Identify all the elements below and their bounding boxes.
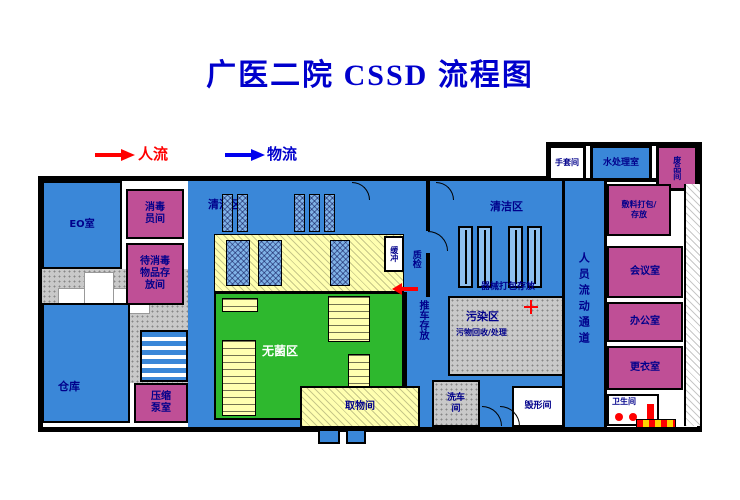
- sterilizer-machine: [258, 240, 282, 286]
- room-buffer: 缓冲: [384, 236, 404, 272]
- bottom-entry-tab: [318, 429, 340, 444]
- personnel-corridor-base: [564, 181, 604, 427]
- room-glove-label: 手套间: [555, 158, 579, 168]
- room-pending-storage: 待消毒物品存放间: [126, 243, 184, 305]
- room-warehouse-label: 仓库: [58, 379, 80, 393]
- people-flow-arrow-icon: [95, 147, 135, 161]
- room-warehouse: 仓库: [42, 303, 130, 423]
- washer-machine: [309, 194, 320, 232]
- room-dressing-packing-label: 敷料打包/存放: [621, 200, 657, 219]
- washer-machine: [222, 194, 233, 232]
- side-stair-strip: [684, 184, 700, 426]
- room-scrap: 废品间: [656, 145, 698, 191]
- cart-storage-label: 推车存放: [417, 300, 428, 340]
- wall-segment: [562, 181, 565, 427]
- room-disinfection-staff-label: 消毒员间: [145, 202, 165, 225]
- room-pickup-label: 取物间: [345, 401, 375, 412]
- washer-machine: [508, 226, 523, 288]
- washer-machine: [477, 226, 492, 288]
- quality-check-label: 质检: [410, 250, 421, 268]
- room-dressing-packing: 敷料打包/存放: [607, 184, 671, 236]
- room-destruction: 毁形间: [512, 386, 564, 427]
- room-scrap-label: 废品间: [672, 156, 682, 180]
- toilet-fixture: [647, 404, 654, 420]
- barrier-marker: [636, 419, 676, 428]
- room-compression-pump-label: 压缩泵室: [151, 391, 171, 414]
- room-office: 办公室: [607, 302, 683, 342]
- room-cart-washing: 洗车间: [432, 380, 480, 427]
- room-pending-storage-label: 待消毒物品存放间: [140, 256, 170, 291]
- room-cart-washing-label: 洗车间: [446, 392, 465, 414]
- clean-area-right-label: 清洁区: [490, 200, 523, 213]
- room-meeting: 会议室: [607, 246, 683, 298]
- room-meeting-label: 会议室: [630, 266, 660, 277]
- wall-segment: [404, 292, 407, 388]
- room-changing-label: 更衣室: [630, 362, 660, 373]
- personnel-corridor-label: 人员流动通道: [577, 252, 591, 348]
- toilet-fixture: [615, 413, 623, 421]
- stairs: [140, 330, 188, 382]
- room-water-treatment: 水处理室: [590, 145, 652, 181]
- washer-machine: [294, 194, 305, 232]
- room-destruction-label: 毁形间: [524, 401, 552, 412]
- washer-machine: [527, 226, 542, 288]
- room-water-treatment-label: 水处理室: [602, 157, 639, 168]
- room-glove: 手套间: [548, 145, 586, 181]
- wall-segment: [426, 253, 430, 297]
- washer-machine: [458, 226, 473, 288]
- room-eo: EO室: [42, 181, 122, 269]
- people-flow-legend-label: 人流: [138, 147, 169, 163]
- room-buffer-label: 缓冲: [389, 246, 399, 262]
- instrument-packing-label: 器械打包存放: [480, 282, 535, 292]
- sterilizer-machine: [226, 240, 250, 286]
- washer-machine: [324, 194, 335, 232]
- bottom-entry-tab: [346, 429, 366, 444]
- toilet-fixture: [629, 413, 637, 421]
- people-flow-arrow-icon: [392, 280, 418, 295]
- storage-rack: [222, 340, 256, 416]
- room-office-label: 办公室: [630, 316, 660, 327]
- material-flow-arrow-icon: [225, 147, 265, 161]
- room-toilet-label: 卫生间: [612, 397, 636, 406]
- sterile-area-label: 无菌区: [262, 344, 299, 358]
- page-title: 广医二院 CSSD 流程图: [206, 59, 534, 92]
- contaminated-area: [448, 296, 564, 376]
- contaminated-area-title: 污染区: [466, 310, 499, 323]
- storage-rack: [328, 296, 370, 342]
- sterilizer-machine: [330, 240, 350, 286]
- wall-segment: [426, 181, 430, 231]
- storage-rack: [222, 298, 258, 312]
- contaminated-area-subtitle: 污物回收/处理: [456, 328, 507, 337]
- material-flow-legend-label: 物流: [267, 147, 298, 163]
- room-eo-label: EO室: [69, 219, 95, 230]
- room-compression-pump: 压缩泵室: [134, 383, 188, 423]
- room-changing: 更衣室: [607, 346, 683, 390]
- red-cross-marker: [524, 300, 538, 314]
- room-pickup: 取物间: [300, 386, 420, 428]
- washer-machine: [237, 194, 248, 232]
- wall-segment: [604, 146, 607, 428]
- room-disinfection-staff: 消毒员间: [126, 189, 184, 239]
- room-toilet: 卫生间: [607, 394, 659, 426]
